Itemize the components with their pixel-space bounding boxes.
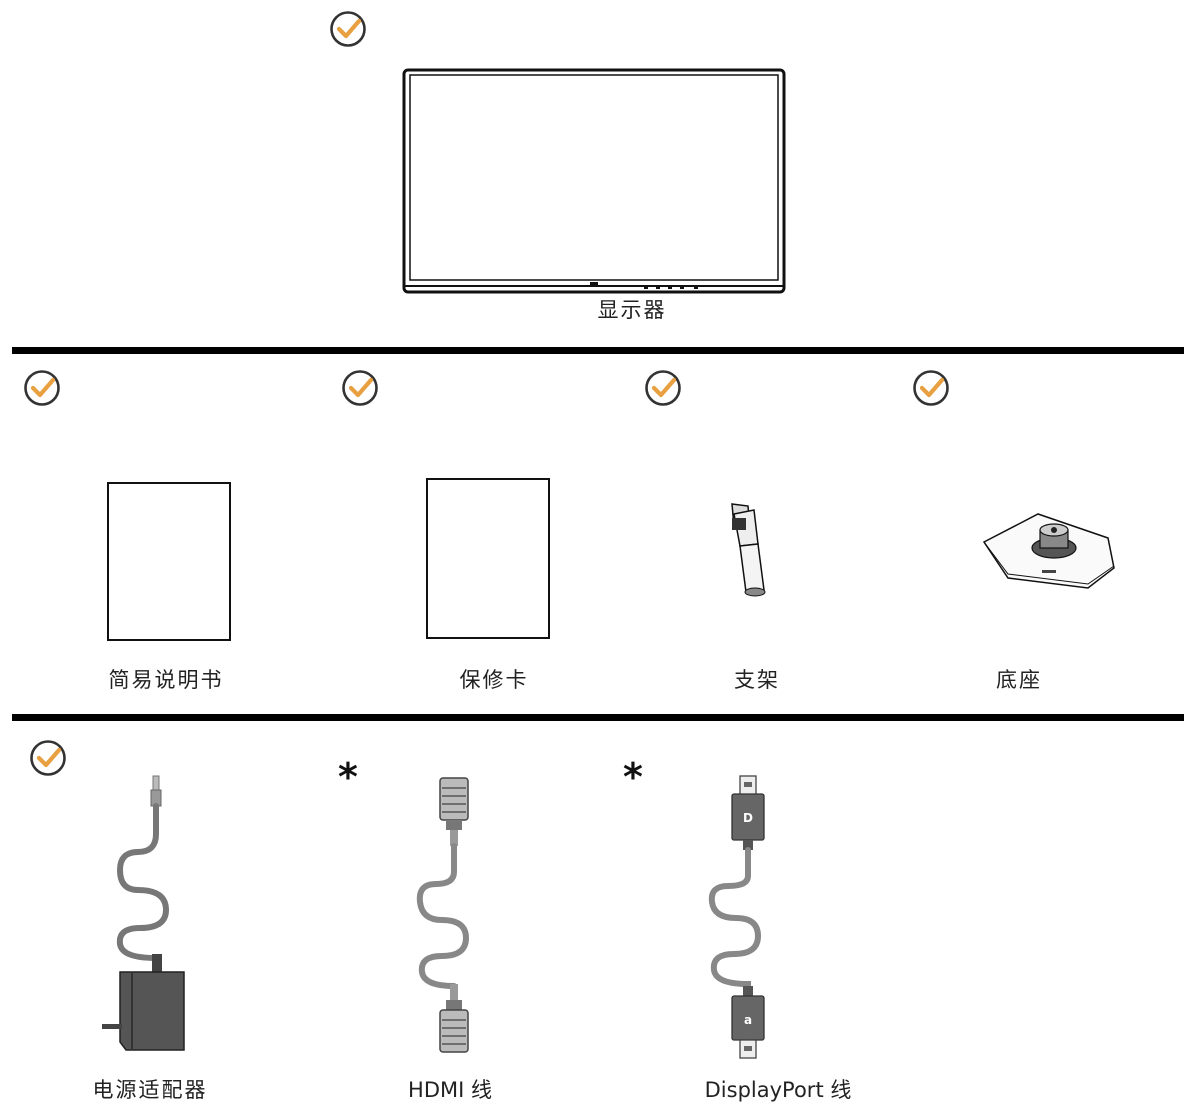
check-circle-icon	[643, 368, 683, 408]
stand-icon	[731, 503, 766, 597]
monitor-icon	[402, 68, 786, 294]
check-circle-icon	[328, 9, 368, 49]
section-divider	[12, 714, 1184, 721]
check-circle-icon	[340, 368, 380, 408]
svg-text:D: D	[743, 811, 753, 825]
base-icon	[982, 513, 1115, 589]
optional-marker: *	[623, 755, 643, 799]
document-icon	[426, 478, 550, 639]
section-divider	[12, 347, 1184, 354]
document-icon	[107, 482, 231, 641]
svg-text:a: a	[744, 1013, 752, 1027]
check-circle-icon	[911, 368, 951, 408]
stand-label: 支架	[734, 668, 780, 692]
power-adapter-icon	[102, 775, 185, 1051]
power-adapter-label: 电源适配器	[92, 1078, 208, 1102]
optional-marker: *	[338, 755, 358, 799]
displayport-cable-label: DisplayPort 线	[704, 1078, 852, 1102]
monitor-label: 显示器	[597, 298, 667, 322]
hdmi-cable-label: HDMI 线	[408, 1078, 492, 1102]
check-circle-icon	[28, 738, 68, 778]
check-circle-icon	[22, 368, 62, 408]
warranty-card-label: 保修卡	[459, 668, 529, 692]
base-label: 底座	[996, 668, 1042, 692]
displayport-cable-icon: D a	[708, 775, 765, 1059]
hdmi-cable-icon	[416, 777, 470, 1053]
manual-label: 简易说明书	[108, 668, 224, 692]
